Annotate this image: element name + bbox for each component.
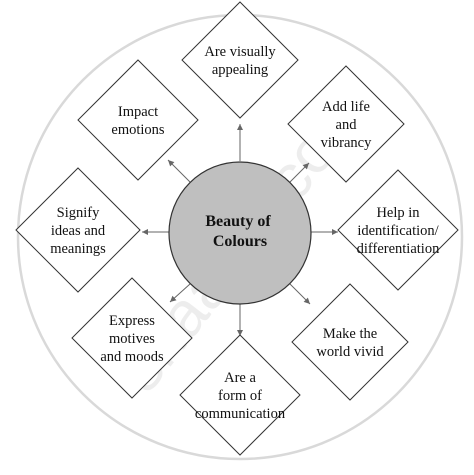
diamond-shape xyxy=(71,277,193,399)
node-label: Help in identification/differentiation xyxy=(357,205,440,257)
node-label: Signify ideas and meanings xyxy=(50,205,106,257)
node-bottom-right: Make the world vivid xyxy=(291,283,409,401)
arrowhead-bottom-right xyxy=(303,297,310,304)
node-label-line: Signify xyxy=(57,205,100,221)
node-bottom-left: Express motives and moods xyxy=(71,277,193,399)
node-left: Signify ideas and meanings xyxy=(15,167,141,293)
node-label-line: Express xyxy=(109,313,155,329)
node-label-line: form of xyxy=(218,388,262,404)
node-right: Help in identification/differentiation xyxy=(337,169,459,291)
node-label: Add life and vibrancy xyxy=(321,99,372,151)
diamond-shape xyxy=(337,169,459,291)
arrowhead-bottom xyxy=(237,330,243,336)
diamond-shape xyxy=(181,1,299,119)
node-label-line: communication xyxy=(195,406,286,422)
node-label: Are a form of communication xyxy=(195,370,286,422)
node-label-line: vibrancy xyxy=(321,135,372,151)
node-label: Express motives and moods xyxy=(100,313,164,365)
node-bottom: Are a form of communication xyxy=(179,334,301,456)
node-label-line: Are visually xyxy=(204,44,276,60)
diamond-shape xyxy=(291,283,409,401)
center-circle xyxy=(168,161,312,305)
node-label-line: identification/ xyxy=(357,223,439,239)
node-label-line: Add life xyxy=(322,99,370,115)
diamond-shape xyxy=(77,59,199,181)
node-top-left: Impact emotions xyxy=(77,59,199,181)
node-label-line: Impact xyxy=(118,104,158,120)
arrows xyxy=(142,124,338,336)
diamond-shape xyxy=(179,334,301,456)
node-label-line: Help in xyxy=(376,205,420,221)
arrowhead-left xyxy=(142,229,148,235)
node-label-line: Make the xyxy=(323,326,377,342)
arrowhead-bottom-left xyxy=(170,295,177,302)
node-label: Are visually appealing xyxy=(204,44,276,78)
node-label-line: appealing xyxy=(212,62,268,78)
center-label-line: Beauty of xyxy=(205,213,271,230)
node-label-line: differentiation xyxy=(357,241,440,257)
diamond-shape xyxy=(287,65,405,183)
arrowhead-top xyxy=(237,124,243,130)
node-label-line: meanings xyxy=(50,241,106,257)
node-label: Impact emotions xyxy=(111,104,165,138)
arrowhead-top-left xyxy=(168,160,175,167)
node-label-line: motives xyxy=(109,331,155,347)
node-label: Make the world vivid xyxy=(316,326,384,360)
center-label: Beauty of Colours xyxy=(205,213,274,250)
node-label-line: and xyxy=(336,117,358,133)
diamond-shape xyxy=(15,167,141,293)
node-label-line: ideas and xyxy=(51,223,106,239)
node-label-line: and moods xyxy=(100,349,164,365)
node-top: Are visually appealing xyxy=(181,1,299,119)
node-label-line: Are a xyxy=(224,370,256,386)
arrowhead-right xyxy=(332,229,338,235)
arrowhead-top-right xyxy=(302,163,309,170)
center-label-line: Colours xyxy=(213,233,267,250)
node-label-line: world vivid xyxy=(316,344,384,360)
node-label-line: emotions xyxy=(111,122,165,138)
node-top-right: Add life and vibrancy xyxy=(287,65,405,183)
